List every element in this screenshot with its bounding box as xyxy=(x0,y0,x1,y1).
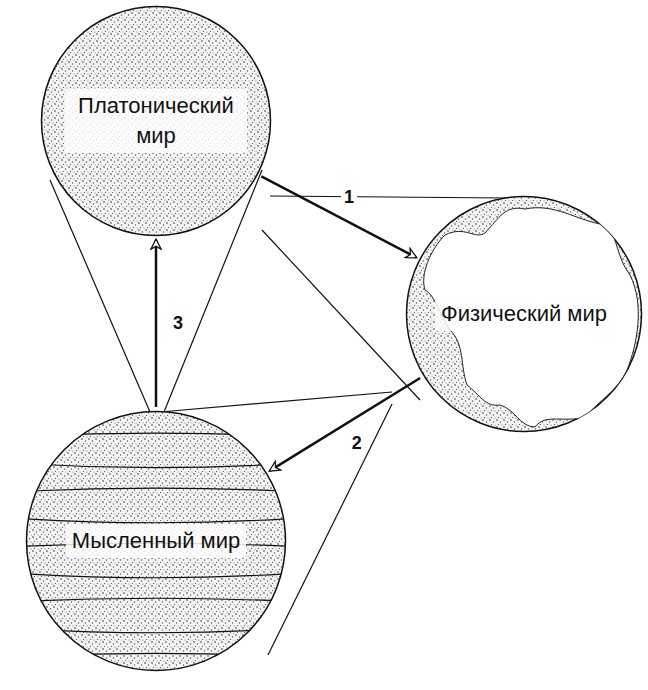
cone-line xyxy=(270,196,505,198)
arrow-connector xyxy=(261,176,416,257)
cone-line xyxy=(262,230,420,400)
arrow-connector xyxy=(155,240,158,407)
world-name: Платонический мир xyxy=(65,89,247,152)
cone-line xyxy=(160,392,392,412)
world-name: Физический мир xyxy=(435,297,613,331)
callout-number: 2 xyxy=(349,433,365,454)
world-circle: Платонический мир xyxy=(40,5,272,237)
arrow-connector xyxy=(270,378,420,471)
world-circle: Мысленный мир xyxy=(25,410,287,672)
cone-line xyxy=(268,404,392,655)
callout-number: 3 xyxy=(170,313,186,334)
world-circle: Физический мир xyxy=(405,195,643,433)
callout-number: 1 xyxy=(341,187,357,208)
world-name: Мысленный мир xyxy=(66,524,246,558)
